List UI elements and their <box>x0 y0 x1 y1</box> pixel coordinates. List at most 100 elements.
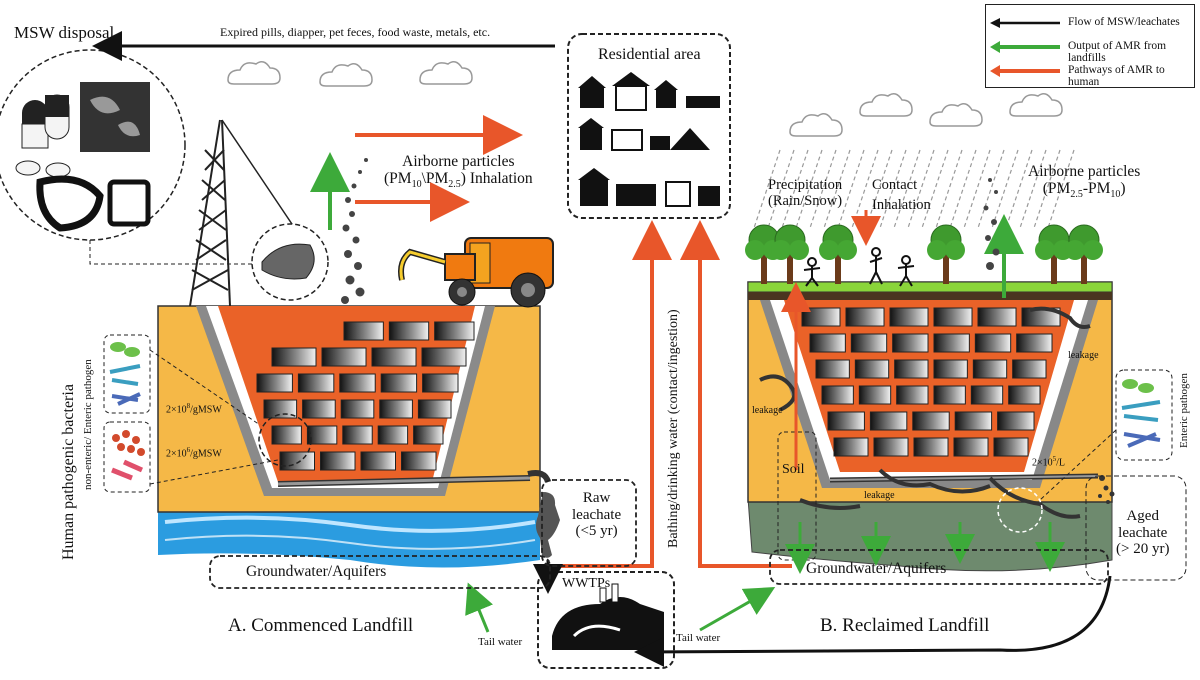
waste-cell <box>974 333 1012 353</box>
waste-cell <box>869 411 908 431</box>
tree-crown <box>1035 240 1055 260</box>
waste-cell <box>873 437 909 457</box>
waste-cell <box>977 307 1017 327</box>
waste-cell <box>377 425 409 445</box>
leakage-label-a: leakage <box>1068 350 1099 361</box>
particle <box>352 236 360 244</box>
flow-arrow-icon <box>990 18 1060 28</box>
left-landfill <box>89 115 560 568</box>
particle <box>345 275 355 285</box>
waste-cell <box>380 373 418 393</box>
rain-streak <box>991 149 1019 229</box>
right-airborne-label: Airborne particles (PM2.5-PM10) <box>1028 163 1141 201</box>
leakage-label-b: leakage <box>752 405 783 416</box>
grab-bucket <box>261 243 315 280</box>
tree-trunk <box>1081 252 1087 284</box>
tree-trunk <box>1051 252 1057 284</box>
tree-crown <box>1065 240 1085 260</box>
waste-cell <box>850 333 888 353</box>
waste-cell <box>306 425 338 445</box>
tree-trunk <box>835 252 841 284</box>
tree-crown <box>789 240 809 260</box>
pathway-arrow-icon <box>990 65 1060 77</box>
waste-cell <box>912 411 950 431</box>
raw-leachate-label: Raw leachate (<5 yr) <box>572 490 622 539</box>
rain-streak <box>935 149 963 229</box>
output-arrow-icon <box>990 41 1060 53</box>
particle <box>354 262 362 270</box>
particle <box>341 296 349 304</box>
density-label-2: 2×106/gMSW <box>166 446 222 460</box>
aged-leachate-label: Aged leachate (> 20 yr) <box>1116 508 1170 557</box>
tail-water-left-label: Tail water <box>478 636 523 648</box>
waste-cell <box>388 321 430 341</box>
bacteria-subtitle-label: non-enteric/ Enteric pathogen <box>82 359 94 490</box>
waste-cell <box>933 333 970 353</box>
particle <box>345 197 351 203</box>
residential-label: Residential area <box>598 46 701 63</box>
waste-cell <box>413 425 444 445</box>
waste-cell <box>279 451 315 471</box>
leakage-cracks <box>759 306 1091 519</box>
right-landfill <box>745 178 1187 581</box>
waste-cell <box>894 359 929 379</box>
inhalation-label: Inhalation <box>872 197 931 213</box>
leakage-label-c: leakage <box>864 490 895 501</box>
waste-cell <box>340 399 375 419</box>
tree-trunk <box>943 252 949 284</box>
rain-streak <box>977 149 1005 229</box>
waste-cell <box>342 425 373 445</box>
waste-cell <box>933 359 968 379</box>
particle <box>983 205 989 211</box>
right-airborne-dots <box>983 178 1000 270</box>
waste-cell <box>970 385 1004 405</box>
waste-cell <box>896 385 929 405</box>
waste-cell <box>256 373 293 393</box>
waste-cell <box>997 411 1035 431</box>
particle <box>988 178 992 182</box>
left-water <box>158 508 540 568</box>
waste-cell <box>858 385 892 405</box>
waste-cell <box>263 399 298 419</box>
waste-cell <box>339 373 376 393</box>
waste-cell <box>371 347 417 367</box>
waste-cell <box>401 451 437 471</box>
right-waste-cells <box>801 307 1061 457</box>
residential-area <box>567 33 731 219</box>
legend-pathways: Pathways of AMR to human <box>990 63 1190 88</box>
tree-crown <box>927 240 947 260</box>
waste-cell <box>815 359 850 379</box>
legend-output-label: Output of AMR from landfills <box>1068 40 1167 64</box>
right-density-label: 2×105/L <box>1032 455 1066 469</box>
waste-cell <box>321 347 367 367</box>
msw-disposal-label: MSW disposal <box>14 23 115 42</box>
waste-cell <box>302 399 336 419</box>
bacteria-icons-right <box>1121 379 1161 448</box>
tree-crown <box>837 240 857 260</box>
waste-cell <box>821 385 854 405</box>
waste-cell <box>271 425 302 445</box>
rain-streak <box>921 149 949 229</box>
people <box>803 247 915 287</box>
waste-cell <box>845 307 885 327</box>
msw-circle <box>0 49 186 241</box>
legend-flow: Flow of MSW/leachates <box>990 15 1190 31</box>
left-airborne-dots <box>341 158 368 304</box>
tree-crown <box>1083 240 1103 260</box>
waste-cell <box>913 437 949 457</box>
tree-trunk <box>787 252 793 284</box>
particle <box>992 248 1000 256</box>
right-landfill-title: B. Reclaimed Landfill <box>820 615 990 636</box>
enteric-pathogen-label: Enteric pathogen <box>1178 373 1190 448</box>
particle <box>355 287 365 297</box>
bacteria-title-label: Human pathogenic bacteria <box>60 384 77 560</box>
particle <box>364 158 368 162</box>
bacteria-icons-left <box>109 342 145 481</box>
particle <box>991 219 997 225</box>
precipitation-label: Precipitation (Rain/Snow) <box>768 177 843 209</box>
groundwater-right-label: Groundwater/Aquifers <box>806 560 947 577</box>
waste-cell <box>854 359 890 379</box>
crane-tower <box>189 119 301 307</box>
groundwater-box-right <box>769 549 1109 585</box>
particle <box>342 224 350 232</box>
